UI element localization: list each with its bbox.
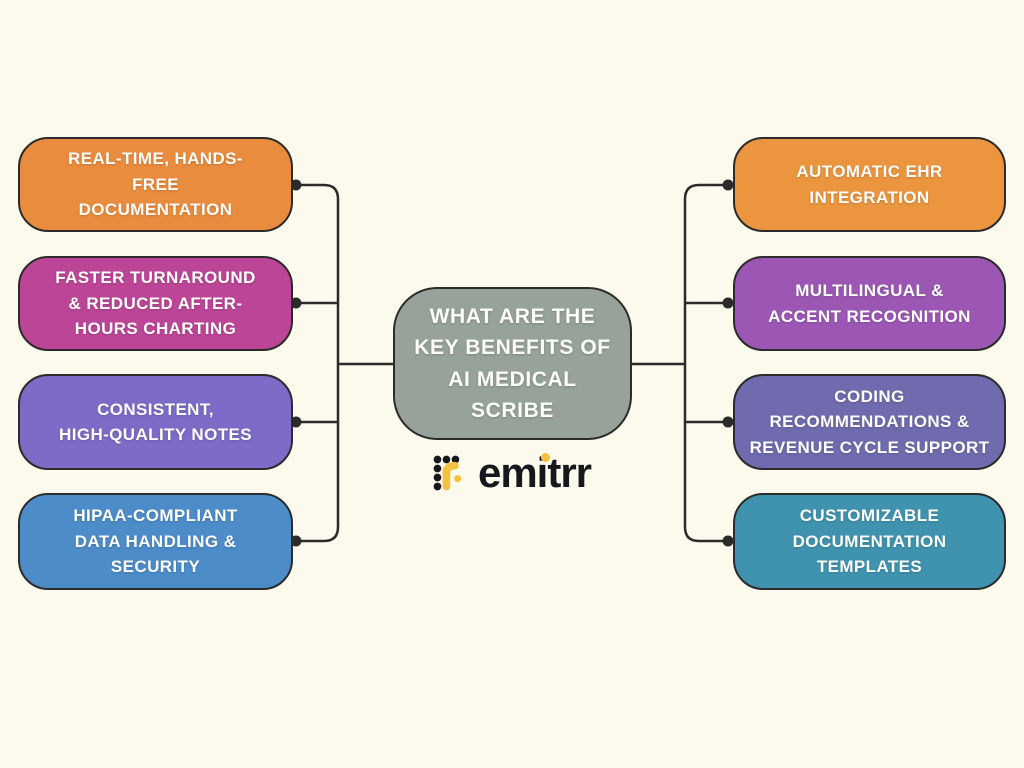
emitrr-logo: emitrr: [433, 449, 592, 496]
central-topic: WHAT ARE THE KEY BENEFITS OF AI MEDICAL …: [393, 287, 632, 440]
emitrr-wordmark-text: emitrr: [477, 449, 592, 496]
branch-hipaa-security: HIPAA-COMPLIANT DATA HANDLING & SECURITY: [18, 493, 293, 590]
branch-faster-turnaround: FASTER TURNAROUND & REDUCED AFTER- HOURS…: [18, 256, 293, 351]
branch-custom-templates: CUSTOMIZABLE DOCUMENTATION TEMPLATES: [733, 493, 1006, 590]
emitrr-wordmark: emitrr: [477, 449, 592, 496]
branch-multilingual: MULTILINGUAL & ACCENT RECOGNITION: [733, 256, 1006, 351]
branch-coding-revenue: CODING RECOMMENDATIONS & REVENUE CYCLE S…: [733, 374, 1006, 470]
emitrr-i-dot: [540, 453, 550, 462]
branch-realtime-documentation: REAL-TIME, HANDS- FREE DOCUMENTATION: [18, 137, 293, 232]
branch-ehr-integration: AUTOMATIC EHR INTEGRATION: [733, 137, 1006, 232]
emitrr-logo-icon: [433, 455, 462, 491]
branch-consistent-notes: CONSISTENT, HIGH-QUALITY NOTES: [18, 374, 293, 470]
